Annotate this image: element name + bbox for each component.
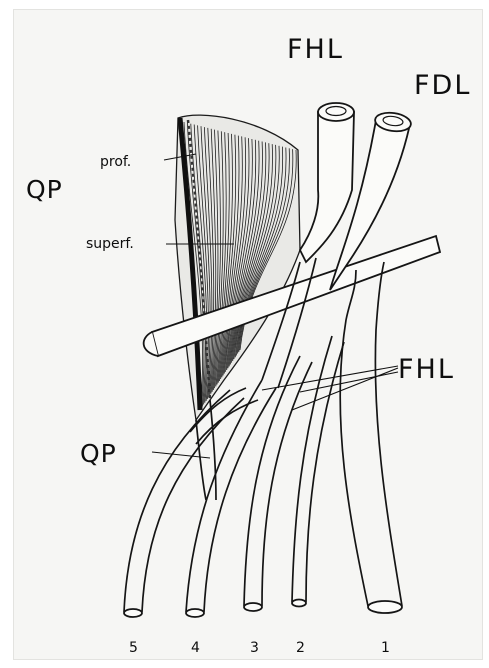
- label-qp-left: QP: [26, 175, 63, 204]
- tendon-number-2: 2: [296, 640, 305, 656]
- label-qp-bottom: QP: [80, 439, 117, 468]
- tendon-number-3: 3: [250, 640, 259, 656]
- label-fhl-right: FHL: [398, 354, 455, 385]
- label-prof: prof.: [100, 154, 131, 170]
- quadratus-plantae-muscle: [175, 115, 300, 420]
- tendon-ends: [124, 600, 402, 618]
- tendon-number-4: 4: [191, 640, 200, 656]
- label-fdl-top: FDL: [414, 70, 471, 101]
- label-fhl-top: FHL: [287, 34, 344, 65]
- tendon-number-1: 1: [381, 640, 390, 656]
- label-superf: superf.: [86, 236, 134, 252]
- tendon-number-5: 5: [129, 640, 138, 656]
